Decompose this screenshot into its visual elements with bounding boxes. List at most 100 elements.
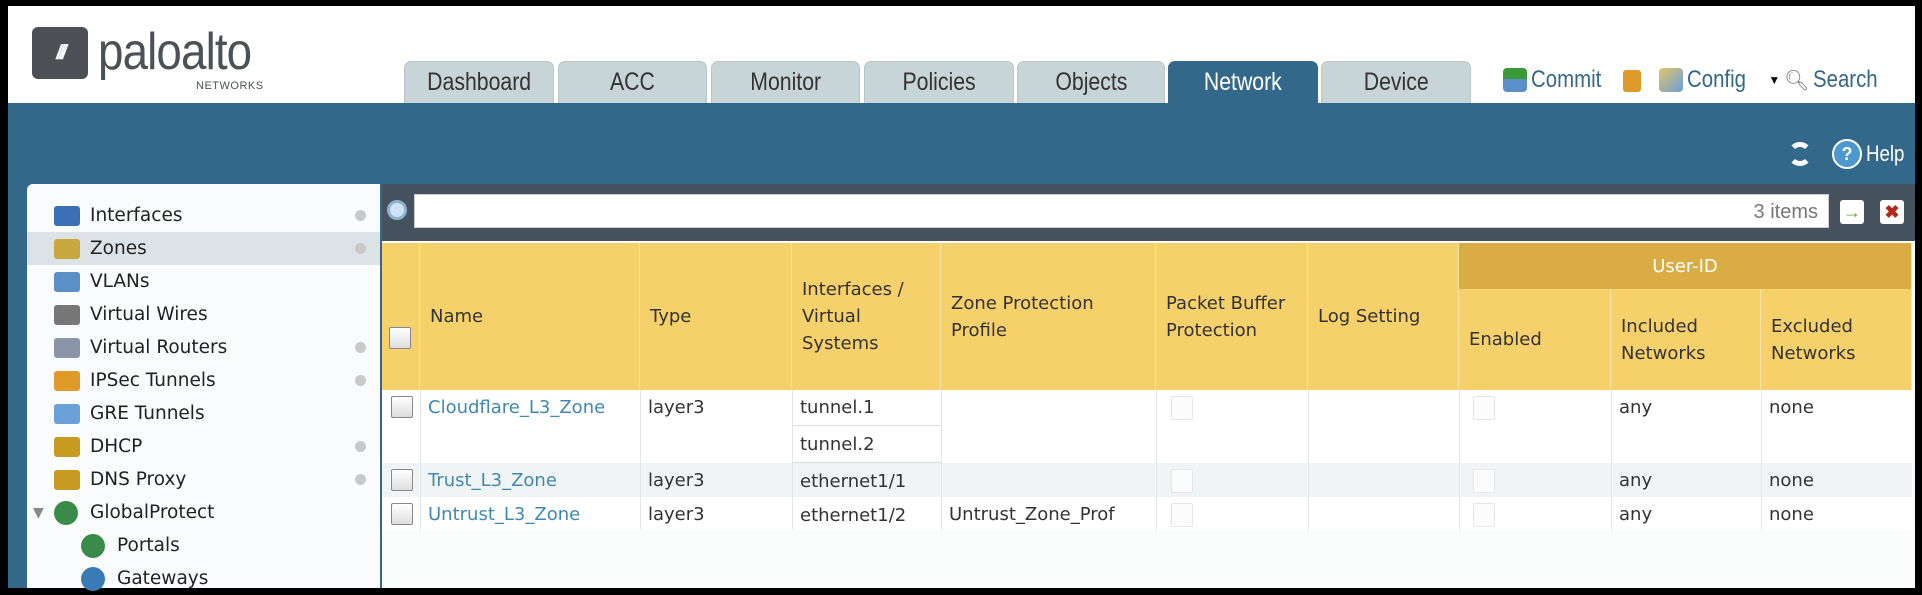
sidebar-item-vlans[interactable]: VLANs [27,265,380,298]
refresh-icon[interactable] [1788,142,1812,166]
paloalto-logo-icon: /// [32,27,88,79]
table-cell-text: layer3 [648,469,705,491]
sidebar-item-label: Interfaces [90,205,183,226]
search-label: Search [1813,66,1879,93]
select-all-checkbox[interactable] [389,327,411,349]
column-header[interactable]: Enabled [1459,289,1611,390]
interface-text: ethernet1/1 [800,470,907,492]
column-header-label: Included Networks [1621,315,1706,364]
sidebar-item-virtual-wires[interactable]: Virtual Wires [27,298,380,331]
commit-button[interactable]: Commit [1503,66,1614,94]
interface-cell: ethernet1/1 [792,463,941,499]
sidebar-item-label: Zones [90,238,147,259]
vlans-icon [54,271,80,292]
clear-filter-x-icon[interactable]: ✖ [1880,200,1904,224]
column-header[interactable]: Log Setting [1308,243,1459,390]
zone-name-link[interactable]: Trust_L3_Zone [428,469,557,491]
table-cell: layer3 [640,390,705,424]
column-divider [420,390,421,530]
sidebar-item-label: IPSec Tunnels [90,370,216,391]
sidebar-item-label: GRE Tunnels [90,403,205,424]
zone-name-link[interactable]: Untrust_L3_Zone [428,503,581,525]
row-checkbox[interactable] [391,469,413,491]
dhcp-ip-icon [54,436,80,457]
search-link[interactable]: 🔍︎ Search [1784,66,1889,94]
dns-proxy-icon [54,469,80,490]
sidebar-item-interfaces[interactable]: Interfaces [27,199,380,232]
table-cell: Untrust_Zone_Prof [941,497,1115,531]
gre-tunnels-icon [54,403,80,424]
column-header[interactable]: Included Networks [1611,289,1761,390]
status-dot [355,210,366,221]
status-dot [355,243,366,254]
column-header[interactable]: Zone Protection Profile [941,243,1156,390]
tab-objects[interactable]: Objects [1017,61,1165,103]
table-cell: any [1611,497,1652,531]
column-header[interactable]: Packet Buffer Protection [1156,243,1308,390]
table-cell-text: any [1619,396,1653,418]
userid-enabled-checkbox [1473,503,1495,527]
userid-enabled-checkbox [1473,396,1495,420]
table-cell [1308,390,1316,424]
column-header-label: Type [650,306,692,327]
interfaces-icon [54,205,80,226]
tab-policies[interactable]: Policies [864,61,1014,103]
config-label: Config [1687,66,1746,93]
table-cell [941,463,949,497]
sidebar-item-label: VLANs [90,271,150,292]
table-row[interactable] [382,390,1912,463]
sidebar-item-gateways[interactable]: Gateways [27,562,380,595]
interface-text: tunnel.2 [800,433,875,455]
tab-monitor[interactable]: Monitor [711,61,860,103]
lock-icon[interactable] [1623,70,1641,92]
column-header[interactable]: Interfaces / Virtual Systems [792,243,941,390]
interface-text: ethernet1/2 [800,504,907,526]
help-link[interactable]: Help [1866,141,1905,166]
tab-dashboard[interactable]: Dashboard [404,61,554,103]
portals-globe-icon [81,533,105,558]
globalprotect-icon [54,500,78,525]
config-menu[interactable]: Config ▼ [1659,66,1780,94]
interface-cell: ethernet1/2 [792,497,941,533]
sidebar-item-ipsec-tunnels[interactable]: IPSec Tunnels [27,364,380,397]
table-cell: any [1611,463,1652,497]
column-divider [1459,390,1460,530]
sidebar-item-virtual-routers[interactable]: Virtual Routers [27,331,380,364]
status-dot [355,441,366,452]
column-header[interactable]: Type [640,243,792,390]
interface-cell: tunnel.1 [792,390,941,426]
apply-filter-arrow-icon[interactable]: → [1840,200,1864,224]
search-icon: 🔍︎ [1784,69,1810,92]
commit-label: Commit [1531,66,1602,93]
tab-acc[interactable]: ACC [558,61,707,103]
sidebar-item-dns-proxy[interactable]: DNS Proxy [27,463,380,496]
column-divider [1611,390,1612,530]
sidebar-item-dhcp[interactable]: DHCP [27,430,380,463]
column-header-label: Excluded Networks [1771,315,1856,364]
expand-triangle-icon[interactable]: ▼ [33,504,44,521]
table-cell: none [1761,463,1814,497]
column-header[interactable]: Excluded Networks [1761,289,1912,390]
table-cell-text: any [1619,503,1653,525]
column-divider [640,390,641,530]
sidebar-item-globalprotect[interactable]: ▼GlobalProtect [27,496,380,529]
zone-name-link[interactable]: Cloudflare_L3_Zone [428,396,606,418]
tab-device[interactable]: Device [1321,61,1471,103]
table-row[interactable] [382,463,1912,497]
column-header[interactable]: Name [420,243,640,390]
row-checkbox[interactable] [391,503,413,525]
help-icon[interactable]: ? [1832,139,1862,169]
table-cell-text: any [1619,469,1653,491]
interface-cell: tunnel.2 [792,426,941,463]
filter-input[interactable]: 3 items [414,194,1829,228]
column-header-label: Zone Protection Profile [951,292,1094,341]
tab-network[interactable]: Network [1168,61,1318,103]
status-dot [355,474,366,485]
sidebar-item-portals[interactable]: Portals [27,529,380,562]
sidebar-item-gre-tunnels[interactable]: GRE Tunnels [27,397,380,430]
row-checkbox[interactable] [391,396,413,418]
table-cell-text: none [1769,469,1814,491]
sidebar-item-zones[interactable]: Zones [27,232,380,265]
table-row[interactable] [382,497,1912,530]
userid-enabled-checkbox [1473,469,1495,493]
